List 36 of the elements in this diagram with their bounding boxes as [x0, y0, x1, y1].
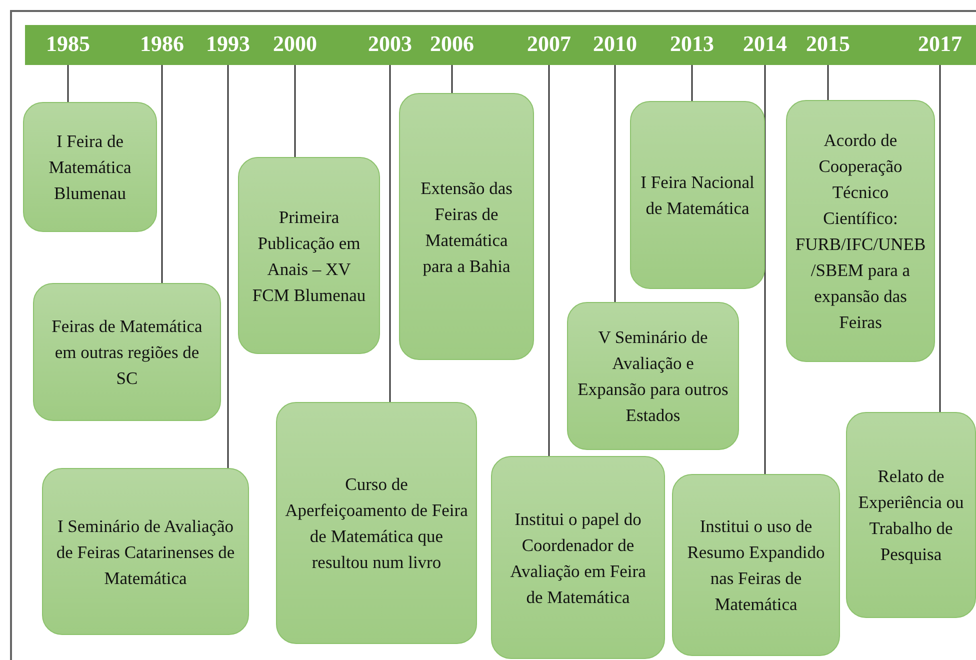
connector-line [67, 65, 69, 102]
event-box: Acordo de Cooperação Técnico Científico: FURB/IFC/UNEB/SBEM para a expansão das Feiras [786, 100, 935, 362]
event-box: Primeira Publicação em Anais – XV FCM Blumenau [238, 157, 380, 354]
connector-line [691, 65, 693, 101]
year-label: 2017 [918, 25, 962, 65]
event-box: I Feira Nacional de Matemática [630, 101, 765, 289]
event-box: Institui o papel do Coordenador de Avaliação em Feira de Matemática [491, 456, 665, 659]
connector-line [764, 65, 766, 474]
year-label: 2006 [430, 25, 474, 65]
event-box: Relato de Experiência ou Trabalho de Pesquisa [846, 412, 976, 618]
year-label: 1986 [140, 25, 184, 65]
year-label: 2003 [368, 25, 412, 65]
connector-line [614, 65, 616, 302]
year-label: 2000 [273, 25, 317, 65]
connector-line [294, 65, 296, 157]
year-label: 1993 [206, 25, 250, 65]
event-box: Curso de Aperfeiçoamento de Feira de Matemática que resultou num livro [276, 402, 477, 644]
year-label: 2014 [743, 25, 787, 65]
event-box: V Seminário de Avaliação e Expansão para outros Estados [567, 302, 739, 450]
year-label: 2010 [593, 25, 637, 65]
event-box: Extensão das Feiras de Matemática para a Bahia [399, 93, 534, 360]
year-label: 2013 [670, 25, 714, 65]
connector-line [389, 65, 391, 402]
connector-line [227, 65, 229, 468]
year-label: 1985 [46, 25, 90, 65]
connector-line [161, 65, 163, 283]
event-box: Institui o uso de Resumo Expandido nas Feiras de Matemática [672, 474, 840, 656]
event-box: I Feira de Matemática Blumenau [23, 102, 157, 232]
connector-line [451, 65, 453, 93]
year-label: 2015 [806, 25, 850, 65]
connector-line [548, 65, 550, 456]
event-box: I Seminário de Avaliação de Feiras Catarinenses de Matemática [42, 468, 249, 635]
event-box: Feiras de Matemática em outras regiões de SC [33, 283, 221, 421]
connector-line [939, 65, 941, 412]
year-label: 2007 [527, 25, 571, 65]
connector-line [827, 65, 829, 100]
